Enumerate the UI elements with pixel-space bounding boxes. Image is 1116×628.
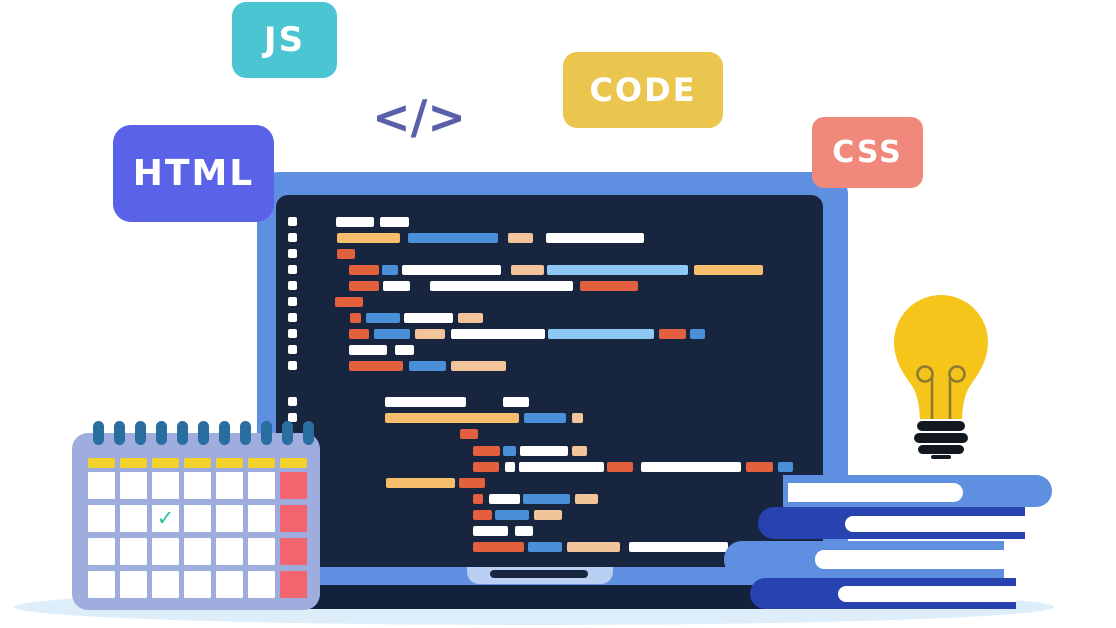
- calendar-weekend-cell: [280, 505, 307, 532]
- badge-css: CSS: [812, 117, 923, 188]
- calendar-day-cell: [184, 472, 211, 499]
- book-pages: [815, 550, 1004, 569]
- calendar-header-cell: [216, 458, 243, 468]
- badge-html: HTML: [113, 125, 274, 222]
- code-tag-icon: </>: [372, 90, 466, 144]
- calendar-day-cell: [184, 505, 211, 532]
- calendar-weekend-cell: [280, 538, 307, 565]
- badge-js: JS: [232, 2, 337, 78]
- calendar-header-cell: [120, 458, 147, 468]
- calendar-day-cell: [152, 571, 179, 598]
- calendar-day-cell: [216, 538, 243, 565]
- calendar-ring: [240, 421, 251, 445]
- calendar-day-cell: [120, 505, 147, 532]
- calendar-header-cell: [248, 458, 275, 468]
- calendar-ring: [282, 421, 293, 445]
- calendar-ring: [303, 421, 314, 445]
- laptop-hinge-bar: [490, 570, 588, 578]
- calendar-day-cell: [120, 571, 147, 598]
- calendar-weekend-cell: [280, 472, 307, 499]
- calendar-day-cell: [88, 505, 115, 532]
- calendar-ring: [93, 421, 104, 445]
- calendar-ring: [135, 421, 146, 445]
- calendar-ring: [219, 421, 230, 445]
- calendar-day-cell: ✓: [152, 505, 179, 532]
- calendar-day-cell: [216, 571, 243, 598]
- calendar-day-cell: [88, 472, 115, 499]
- calendar: ✓: [72, 421, 320, 610]
- calendar-header-cell: [280, 458, 307, 468]
- lightbulb-icon: [894, 295, 988, 459]
- calendar-ring: [156, 421, 167, 445]
- calendar-day-cell: [152, 538, 179, 565]
- calendar-day-cell: [184, 571, 211, 598]
- calendar-day-cell: [248, 472, 275, 499]
- calendar-day-cell: [88, 571, 115, 598]
- calendar-day-cell: [184, 538, 211, 565]
- calendar-day-cell: [248, 505, 275, 532]
- calendar-header-cell: [88, 458, 115, 468]
- calendar-day-cell: [248, 538, 275, 565]
- book-pages: [845, 516, 1025, 532]
- calendar-day-cell: [120, 538, 147, 565]
- bulb-filament: [916, 365, 966, 419]
- badge-code: CODE: [563, 52, 723, 128]
- calendar-day-cell: [216, 505, 243, 532]
- calendar-weekend-cell: [280, 571, 307, 598]
- calendar-day-cell: [120, 472, 147, 499]
- calendar-day-cell: [216, 472, 243, 499]
- calendar-ring: [177, 421, 188, 445]
- book-pages: [838, 586, 1016, 602]
- calendar-header-cell: [152, 458, 179, 468]
- bulb-glass: [894, 295, 988, 419]
- calendar-day-cell: [248, 571, 275, 598]
- calendar-ring: [261, 421, 272, 445]
- book-pages: [788, 483, 963, 502]
- calendar-day-cell: [152, 472, 179, 499]
- laptop-screen: [276, 195, 823, 567]
- calendar-header-cell: [184, 458, 211, 468]
- check-icon: ✓: [156, 506, 175, 530]
- bulb-base: [914, 421, 968, 459]
- calendar-ring: [198, 421, 209, 445]
- calendar-day-cell: [88, 538, 115, 565]
- calendar-ring: [114, 421, 125, 445]
